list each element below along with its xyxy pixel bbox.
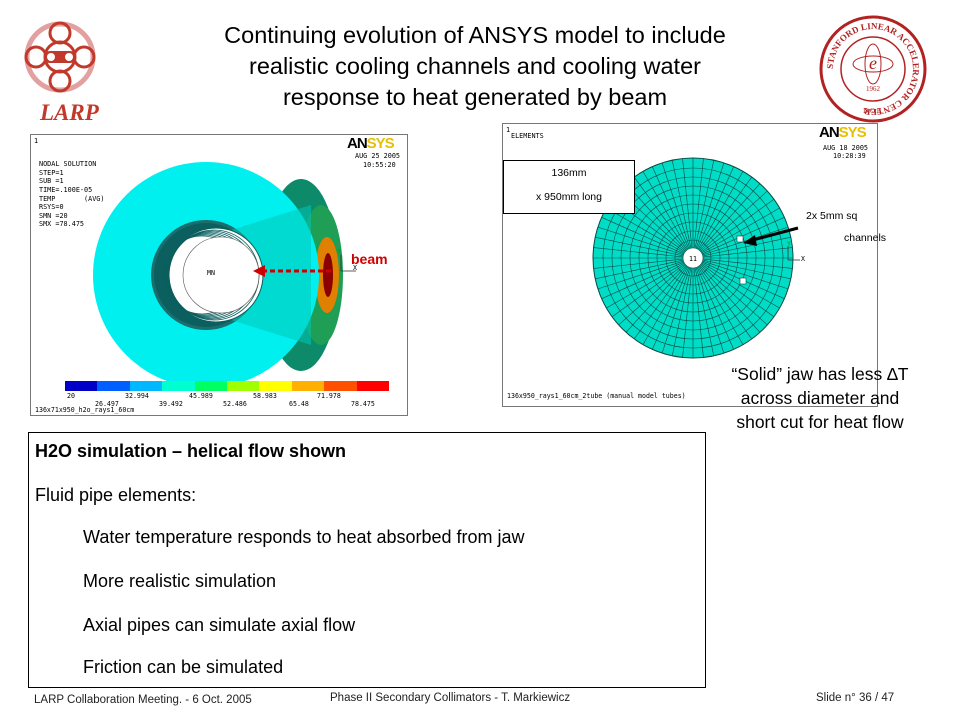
legend-value: 45.989 xyxy=(189,392,213,400)
temperature-legend-bar xyxy=(65,381,390,391)
solid-note-line-2: across diameter and xyxy=(740,388,900,408)
simulation-notes-box: H2O simulation – helical flow shown Flui… xyxy=(28,432,706,688)
legend-value: 58.983 xyxy=(253,392,277,400)
right-axis-x: X xyxy=(801,255,805,263)
notes-item: More realistic simulation xyxy=(83,571,277,591)
solid-jaw-note: “Solid” jaw has less ∆T across diameter … xyxy=(700,362,940,434)
right-plot-footer: 136x950_rays1_60cm_2tube (manual model t… xyxy=(507,392,686,400)
footer-title: Phase II Secondary Collimators - T. Mark… xyxy=(330,692,571,704)
title-line-3: response to heat generated by beam xyxy=(282,84,668,110)
legend-value: 65.48 xyxy=(289,400,309,408)
legend-value: 39.492 xyxy=(159,400,183,408)
beam-label: beam xyxy=(351,251,388,267)
legend-value: 78.475 xyxy=(351,400,375,408)
larp-logo-text: LARP xyxy=(40,100,99,125)
footer-meeting: LARP Collaboration Meeting. - 6 Oct. 200… xyxy=(34,694,252,706)
mn-label: MN xyxy=(207,269,215,277)
dimension-line-1: 136mm xyxy=(551,167,587,179)
legend-value: 26.497 xyxy=(95,400,119,408)
right-plot-header: ELEMENTS xyxy=(511,132,544,140)
legend-value: 32.994 xyxy=(125,392,149,400)
legend-swatch xyxy=(65,381,98,391)
larp-logo-icon xyxy=(24,21,96,93)
channel-note-line-2: channels xyxy=(844,232,887,244)
legend-swatch xyxy=(129,381,163,391)
slide-title: Continuing evolution of ANSYS model to i… xyxy=(170,20,780,113)
notes-item: Water temperature responds to heat absor… xyxy=(83,527,525,547)
left-axis-y: Y xyxy=(337,248,341,256)
right-axis-y: Y xyxy=(787,240,791,248)
slac-seal-icon: STANFORD LINEAR ACCELERATOR CENTER e 196… xyxy=(819,15,927,123)
legend-swatch xyxy=(324,381,357,391)
solid-note-line-3: short cut for heat flow xyxy=(736,412,904,432)
right-ansys-logo: ANSYS xyxy=(819,124,867,141)
legend-swatch xyxy=(227,381,260,391)
ansys-elements-plot: 1 ELEMENTS ANSYS AUG 18 2005 10:28:39 11… xyxy=(502,123,878,407)
notes-subheading: Fluid pipe elements: xyxy=(35,485,197,505)
mesh-disk xyxy=(592,157,800,359)
left-axis-x: X xyxy=(353,264,357,272)
left-plot-index: 1 xyxy=(34,137,39,145)
right-plot-index: 1 xyxy=(506,126,511,134)
legend-value: 20 xyxy=(67,392,75,400)
right-plot-date: AUG 18 2005 xyxy=(823,144,869,152)
footer-slide-number: Slide n° 36 / 47 xyxy=(816,692,895,704)
solid-note-line-1: “Solid” jaw has less ∆T xyxy=(731,364,909,384)
left-plot-date: AUG 25 2005 xyxy=(355,152,401,160)
legend-swatch xyxy=(162,381,195,391)
legend-swatch xyxy=(97,381,130,391)
legend-swatch xyxy=(259,381,292,391)
left-plot-footer: 136x71x950_h2o_rays1_60cm xyxy=(35,406,135,414)
notes-item: Friction can be simulated xyxy=(83,657,284,677)
left-plot-time: 10:55:20 xyxy=(363,161,396,169)
svg-text:e: e xyxy=(869,53,877,73)
legend-value: 71.978 xyxy=(317,392,341,400)
notes-item: Axial pipes can simulate axial flow xyxy=(83,615,356,635)
title-line-2: realistic cooling channels and cooling w… xyxy=(249,53,701,79)
center-label: 11 xyxy=(689,255,697,263)
channel-note-line-1: 2x 5mm sq xyxy=(806,210,858,222)
dimension-line-2: x 950mm long xyxy=(536,191,602,203)
legend-swatch xyxy=(356,381,390,391)
legend-swatch xyxy=(291,381,325,391)
seal-year: 1962 xyxy=(866,85,881,93)
legend-swatch xyxy=(194,381,228,391)
right-plot-time: 10:28:39 xyxy=(833,152,866,160)
left-ansys-logo: ANSYS xyxy=(347,135,395,152)
dimension-callout: 136mm x 950mm long xyxy=(503,160,635,214)
notes-heading: H2O simulation – helical flow shown xyxy=(35,441,347,461)
seal-doe: D.O.E. xyxy=(863,107,883,115)
legend-value: 52.486 xyxy=(223,400,247,408)
jaw-cross-section xyxy=(93,162,356,388)
title-line-1: Continuing evolution of ANSYS model to i… xyxy=(224,22,726,48)
